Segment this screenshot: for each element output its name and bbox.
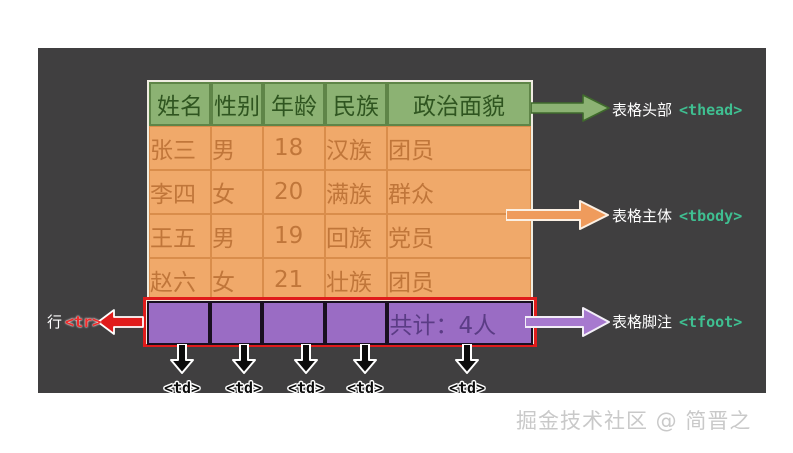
td-marker-label: <td>: [448, 379, 486, 397]
cell-age: 21: [263, 258, 325, 302]
footer-cell-1: [147, 301, 210, 345]
footer-cell-2: [209, 301, 263, 345]
footer-table: 共计：4人: [147, 301, 533, 345]
annotation-tr-tag: <tr>: [65, 313, 102, 331]
cell-name: 赵六: [149, 258, 211, 302]
column-header-political-status: 政治面貌: [387, 82, 531, 126]
cell-gender: 男: [211, 126, 263, 170]
td-marker-label: <td>: [163, 379, 201, 397]
cell-age: 20: [263, 170, 325, 214]
thead-arrow-icon: [530, 92, 611, 128]
watermark: 掘金技术社区 @ 简晋之: [516, 409, 752, 433]
tbody-arrow-icon: [505, 198, 610, 236]
down-arrow-icon: [232, 343, 256, 374]
cell-name: 王五: [149, 214, 211, 258]
td-marker-4: <td>: [345, 343, 385, 397]
cell-political-status: 群众: [387, 170, 531, 214]
down-arrow-icon: [455, 343, 479, 374]
td-marker-label: <td>: [225, 379, 263, 397]
annotation-thead-label: 表格头部: [612, 101, 673, 119]
table-footer-row: 共计：4人: [147, 301, 533, 345]
annotation-tr: 行<tr>: [47, 311, 101, 332]
table-head: 姓名 性别 年龄 民族 政治面貌: [149, 82, 531, 126]
cell-gender: 男: [211, 214, 263, 258]
annotation-tbody: 表格主体 <tbody>: [612, 205, 742, 226]
cell-name: 李四: [149, 170, 211, 214]
td-marker-label: <td>: [346, 379, 384, 397]
cell-age: 18: [263, 126, 325, 170]
cell-ethnicity: 壮族: [325, 258, 387, 302]
column-header-age: 年龄: [263, 82, 325, 126]
table-row: 张三 男 18 汉族 团员: [149, 126, 531, 170]
table-foot-container: 共计：4人: [147, 301, 533, 345]
column-header-gender: 性别: [211, 82, 263, 126]
annotation-tfoot-label: 表格脚注: [612, 313, 673, 331]
annotation-tfoot: 表格脚注 <tfoot>: [612, 311, 742, 332]
annotation-tfoot-tag: <tfoot>: [679, 313, 743, 331]
data-table: 姓名 性别 年龄 民族 政治面貌 张三 男 18 汉族 团员 李四 女: [149, 82, 531, 302]
down-arrow-icon: [294, 343, 318, 374]
footer-cell-3: [262, 301, 325, 345]
cell-age: 19: [263, 214, 325, 258]
column-header-name: 姓名: [149, 82, 211, 126]
td-marker-2: <td>: [224, 343, 264, 397]
down-arrow-icon: [170, 343, 194, 374]
cell-gender: 女: [211, 170, 263, 214]
cell-political-status: 团员: [387, 126, 531, 170]
footer-cell-4: [324, 301, 388, 345]
annotation-thead: 表格头部 <thead>: [612, 99, 742, 120]
annotation-tr-label: 行: [47, 313, 63, 331]
td-marker-1: <td>: [162, 343, 202, 397]
table-header-row: 姓名 性别 年龄 民族 政治面貌: [149, 82, 531, 126]
tr-arrow-icon: [96, 308, 144, 340]
table-body: 张三 男 18 汉族 团员 李四 女 20 满族 群众 王五 男 19: [149, 126, 531, 302]
cell-name: 张三: [149, 126, 211, 170]
table-row: 赵六 女 21 壮族 团员: [149, 258, 531, 302]
cell-political-status: 党员: [387, 214, 531, 258]
table-row: 李四 女 20 满族 群众: [149, 170, 531, 214]
cell-political-status: 团员: [387, 258, 531, 302]
cell-ethnicity: 回族: [325, 214, 387, 258]
td-marker-3: <td>: [286, 343, 326, 397]
td-marker-5: <td>: [447, 343, 487, 397]
cell-ethnicity: 满族: [325, 170, 387, 214]
td-marker-label: <td>: [287, 379, 325, 397]
cell-gender: 女: [211, 258, 263, 302]
footer-cell-total: 共计：4人: [387, 301, 533, 345]
down-arrow-icon: [353, 343, 377, 374]
table-foot: 共计：4人: [147, 301, 533, 345]
annotation-tbody-label: 表格主体: [612, 207, 673, 225]
annotation-thead-tag: <thead>: [679, 101, 743, 119]
table-container: 姓名 性别 年龄 民族 政治面貌 张三 男 18 汉族 团员 李四 女: [147, 80, 533, 304]
column-header-ethnicity: 民族: [325, 82, 387, 126]
tfoot-arrow-icon: [524, 305, 611, 343]
annotation-tbody-tag: <tbody>: [679, 207, 743, 225]
cell-ethnicity: 汉族: [325, 126, 387, 170]
table-row: 王五 男 19 回族 党员: [149, 214, 531, 258]
